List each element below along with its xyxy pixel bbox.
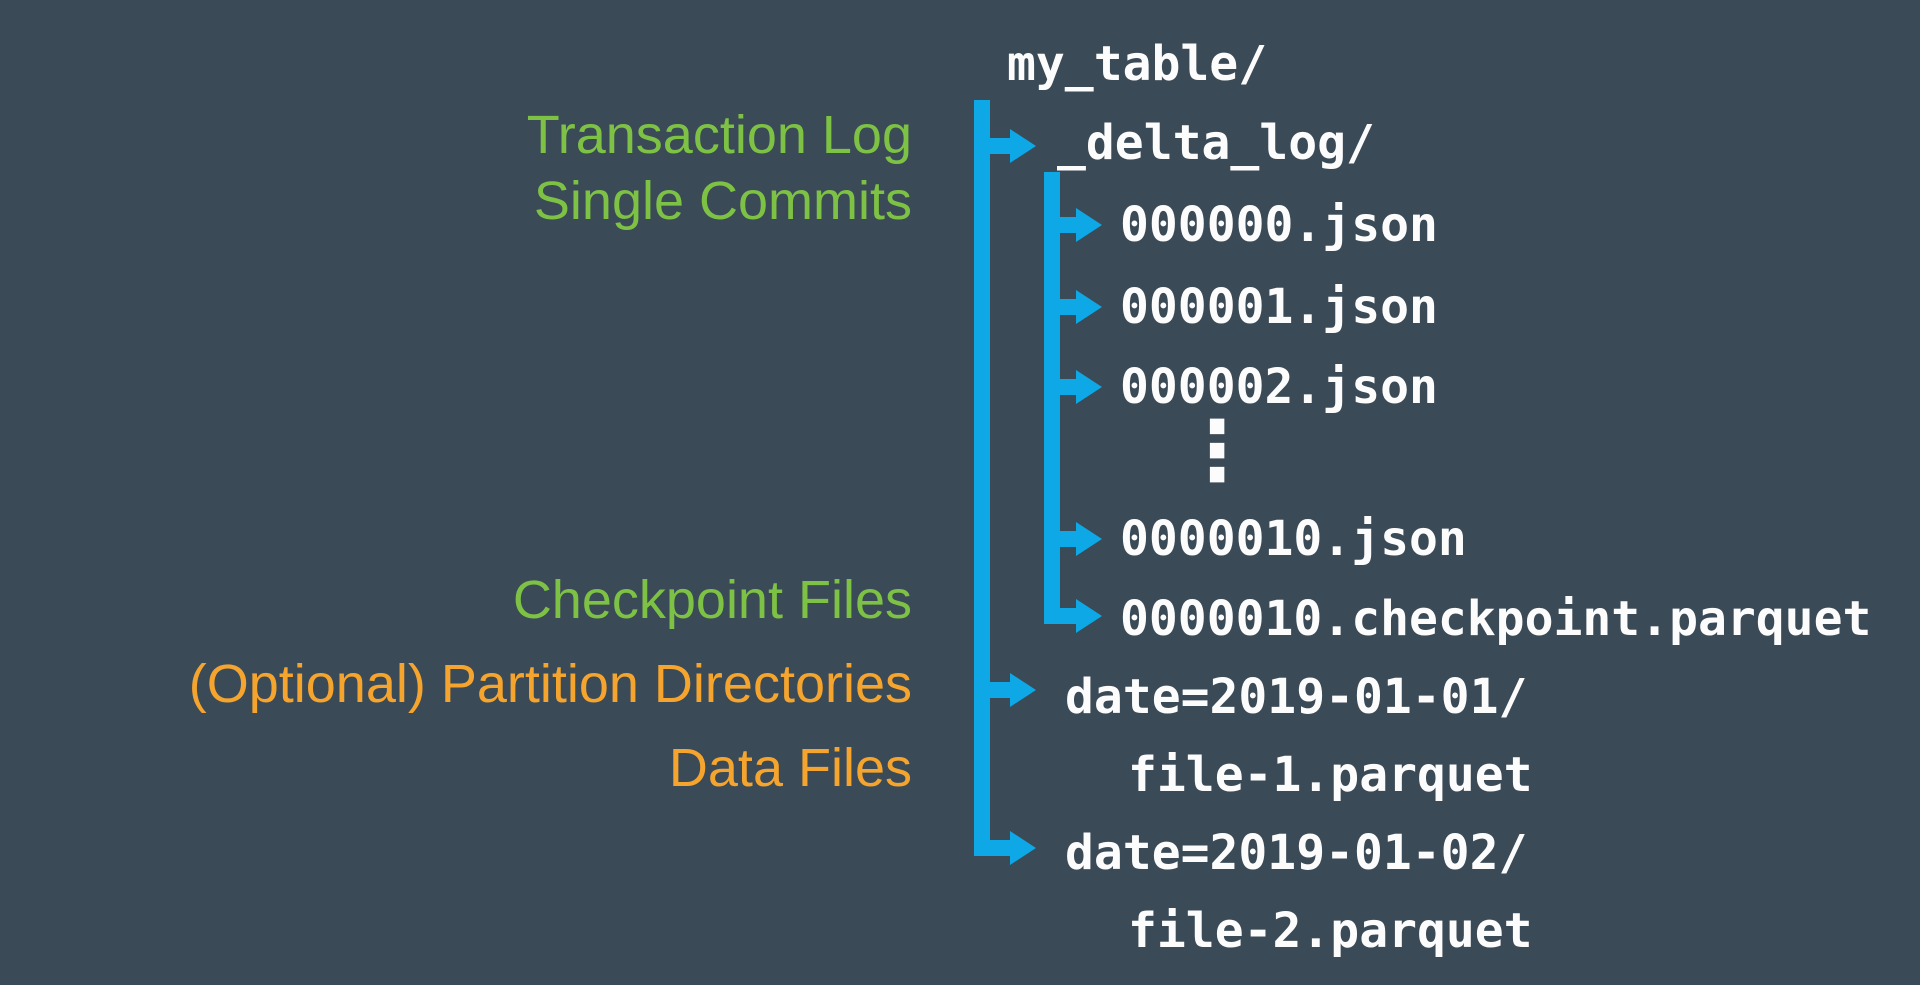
tree-trunk-main — [974, 100, 990, 856]
arrow-head-icon — [1010, 129, 1036, 163]
tree-item-commit-json-10: 0000010.json — [1120, 511, 1467, 567]
tree-item-partition-dir-2: date=2019-01-02/ — [1065, 825, 1528, 881]
tree-item-partition-dir-1: date=2019-01-01/ — [1065, 669, 1528, 725]
label-data-files: Data Files — [668, 738, 912, 798]
label-transaction-log: Transaction Log — [526, 105, 912, 165]
tree-item-commit-json-1: 000001.json — [1120, 279, 1438, 335]
branch-line-commit-2 — [1052, 379, 1076, 395]
label-checkpoint-files: Checkpoint Files — [512, 570, 912, 630]
branch-line-commit-1 — [1052, 299, 1076, 315]
tree-item-commit-json-0: 000000.json — [1120, 197, 1438, 253]
tree-item-data-file-1: file-1.parquet — [1128, 747, 1533, 803]
branch-line-partition-1 — [982, 682, 1010, 698]
label-single-commits: Single Commits — [533, 171, 912, 231]
arrow-head-icon — [1010, 673, 1036, 707]
branch-line-commit-0 — [1052, 217, 1076, 233]
branch-line-delta-log — [982, 138, 1010, 154]
tree-item-data-file-2: file-2.parquet — [1128, 903, 1533, 959]
tree-trunk-delta-log — [1044, 172, 1060, 624]
tree-item-delta-log-dir: _delta_log/ — [1057, 115, 1375, 171]
tree-item-commit-json-2: 000002.json — [1120, 359, 1438, 415]
tree-item-checkpoint-parquet: 0000010.checkpoint.parquet — [1120, 591, 1872, 647]
arrow-head-icon — [1076, 370, 1102, 404]
arrow-head-icon — [1076, 599, 1102, 633]
arrow-head-icon — [1010, 831, 1036, 865]
arrow-head-icon — [1076, 522, 1102, 556]
branch-line-commit-10 — [1052, 531, 1076, 547]
arrow-head-icon — [1076, 290, 1102, 324]
label-partition-directories: (Optional) Partition Directories — [188, 654, 912, 714]
tree-item-root-dir: my_table/ — [1007, 36, 1268, 92]
vertical-ellipsis-icon: ⋮ — [1176, 404, 1258, 499]
branch-line-checkpoint — [1044, 608, 1076, 624]
arrow-head-icon — [1076, 208, 1102, 242]
branch-line-partition-2 — [974, 840, 1010, 856]
